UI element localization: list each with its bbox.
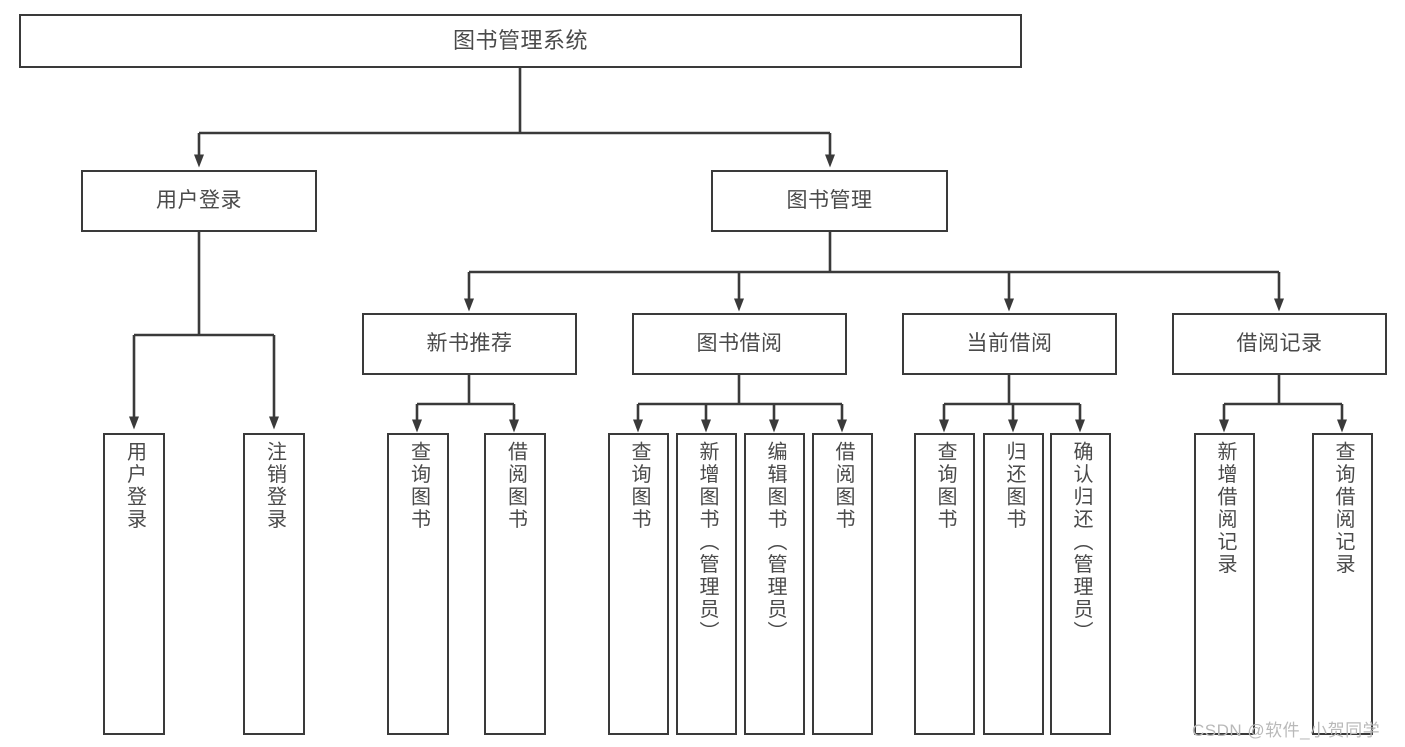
node-borrow-record[interactable]: 借阅记录 [1172, 313, 1387, 375]
leaf-current-borrow-query[interactable]: 查询图书 [914, 433, 975, 735]
node-label: 图书管理系统 [452, 27, 588, 53]
leaf-book-borrow-borrow[interactable]: 借阅图书 [812, 433, 873, 735]
leaf-book-borrow-edit[interactable]: 编辑图书（管理员） [744, 433, 805, 735]
leaf-current-borrow-return[interactable]: 归还图书 [983, 433, 1044, 735]
node-label: 用户登录 [123, 441, 146, 531]
node-label: 用户登录 [156, 188, 242, 212]
node-root-system[interactable]: 图书管理系统 [19, 14, 1022, 68]
leaf-user-login-login[interactable]: 用户登录 [103, 433, 165, 735]
leaf-current-borrow-confirm[interactable]: 确认归还（管理员） [1050, 433, 1111, 735]
node-label: 查询图书 [407, 441, 430, 531]
node-label: 新增图书（管理员） [696, 441, 718, 644]
node-label: 当前借阅 [966, 331, 1053, 355]
leaf-new-book-borrow[interactable]: 借阅图书 [484, 433, 546, 735]
leaf-borrow-record-add[interactable]: 新增借阅记录 [1194, 433, 1255, 735]
node-label: 借阅图书 [832, 441, 854, 531]
leaf-borrow-record-query[interactable]: 查询借阅记录 [1312, 433, 1373, 735]
node-book-borrow[interactable]: 图书借阅 [632, 313, 847, 375]
node-current-borrow[interactable]: 当前借阅 [902, 313, 1117, 375]
node-label: 图书借阅 [696, 331, 783, 355]
node-label: 新书推荐 [426, 331, 513, 355]
leaf-book-borrow-query[interactable]: 查询图书 [608, 433, 669, 735]
leaf-new-book-query[interactable]: 查询图书 [387, 433, 449, 735]
leaf-user-login-logout[interactable]: 注销登录 [243, 433, 305, 735]
node-label: 查询图书 [628, 441, 650, 531]
node-label: 确认归还（管理员） [1070, 441, 1092, 644]
node-label: 编辑图书（管理员） [764, 441, 786, 644]
node-label: 注销登录 [263, 441, 286, 531]
node-label: 借阅记录 [1236, 331, 1323, 355]
node-label: 查询图书 [934, 441, 956, 531]
node-label: 新增借阅记录 [1214, 441, 1236, 576]
node-user-login[interactable]: 用户登录 [81, 170, 317, 232]
node-label: 归还图书 [1003, 441, 1025, 531]
node-label: 图书管理 [786, 188, 873, 212]
node-book-management[interactable]: 图书管理 [711, 170, 948, 232]
leaf-book-borrow-add[interactable]: 新增图书（管理员） [676, 433, 737, 735]
node-label: 查询借阅记录 [1332, 441, 1354, 576]
node-new-book-recommend[interactable]: 新书推荐 [362, 313, 577, 375]
node-label: 借阅图书 [504, 441, 527, 531]
